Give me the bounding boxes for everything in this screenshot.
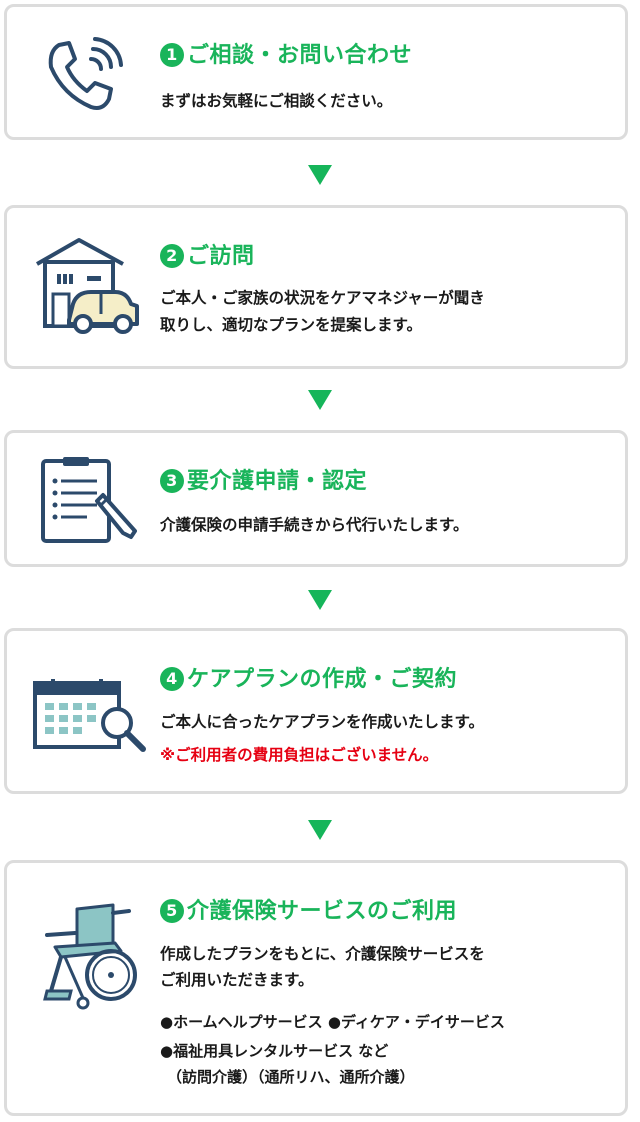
step-description: 取りし、適切なプランを提案します。 <box>160 316 422 334</box>
down-arrow-icon <box>308 390 332 410</box>
down-arrow-icon <box>308 590 332 610</box>
service-list-item: ●ホームヘルプサービス ●ディケア・デイサービス <box>160 1013 505 1031</box>
step-description: ご本人・ご家族の状況をケアマネジャーが聞き <box>160 289 485 307</box>
wheelchair-icon <box>43 903 137 1010</box>
clipboard-icon <box>41 457 137 543</box>
calendar-search-icon <box>33 679 146 752</box>
step-number: 1 <box>160 43 184 67</box>
step-description: まずはお気軽にご相談ください。 <box>160 92 393 110</box>
fee-note: ※ご利用者の費用負担はございません。 <box>160 746 439 764</box>
step-description: 作成したプランをもとに、介護保険サービスを <box>160 945 485 963</box>
house-car-icon <box>36 238 139 334</box>
down-arrow-icon <box>308 820 332 840</box>
step-number: 3 <box>160 469 184 493</box>
step-description: ご利用いただきます。 <box>160 971 314 989</box>
step-description: ご本人に合ったケアプランを作成いたします。 <box>160 713 484 731</box>
down-arrow-icon <box>308 165 332 185</box>
step-number: 2 <box>160 244 184 268</box>
step-number: 5 <box>160 899 184 923</box>
step-description: 介護保険の申請手続きから代行いたします。 <box>160 516 469 534</box>
service-list-item: ●福祉用具レンタルサービス など <box>160 1042 389 1060</box>
step-number: 4 <box>160 667 184 691</box>
service-list-item: （訪問介護）（通所リハ、通所介護） <box>167 1068 415 1086</box>
phone-icon <box>48 37 123 110</box>
